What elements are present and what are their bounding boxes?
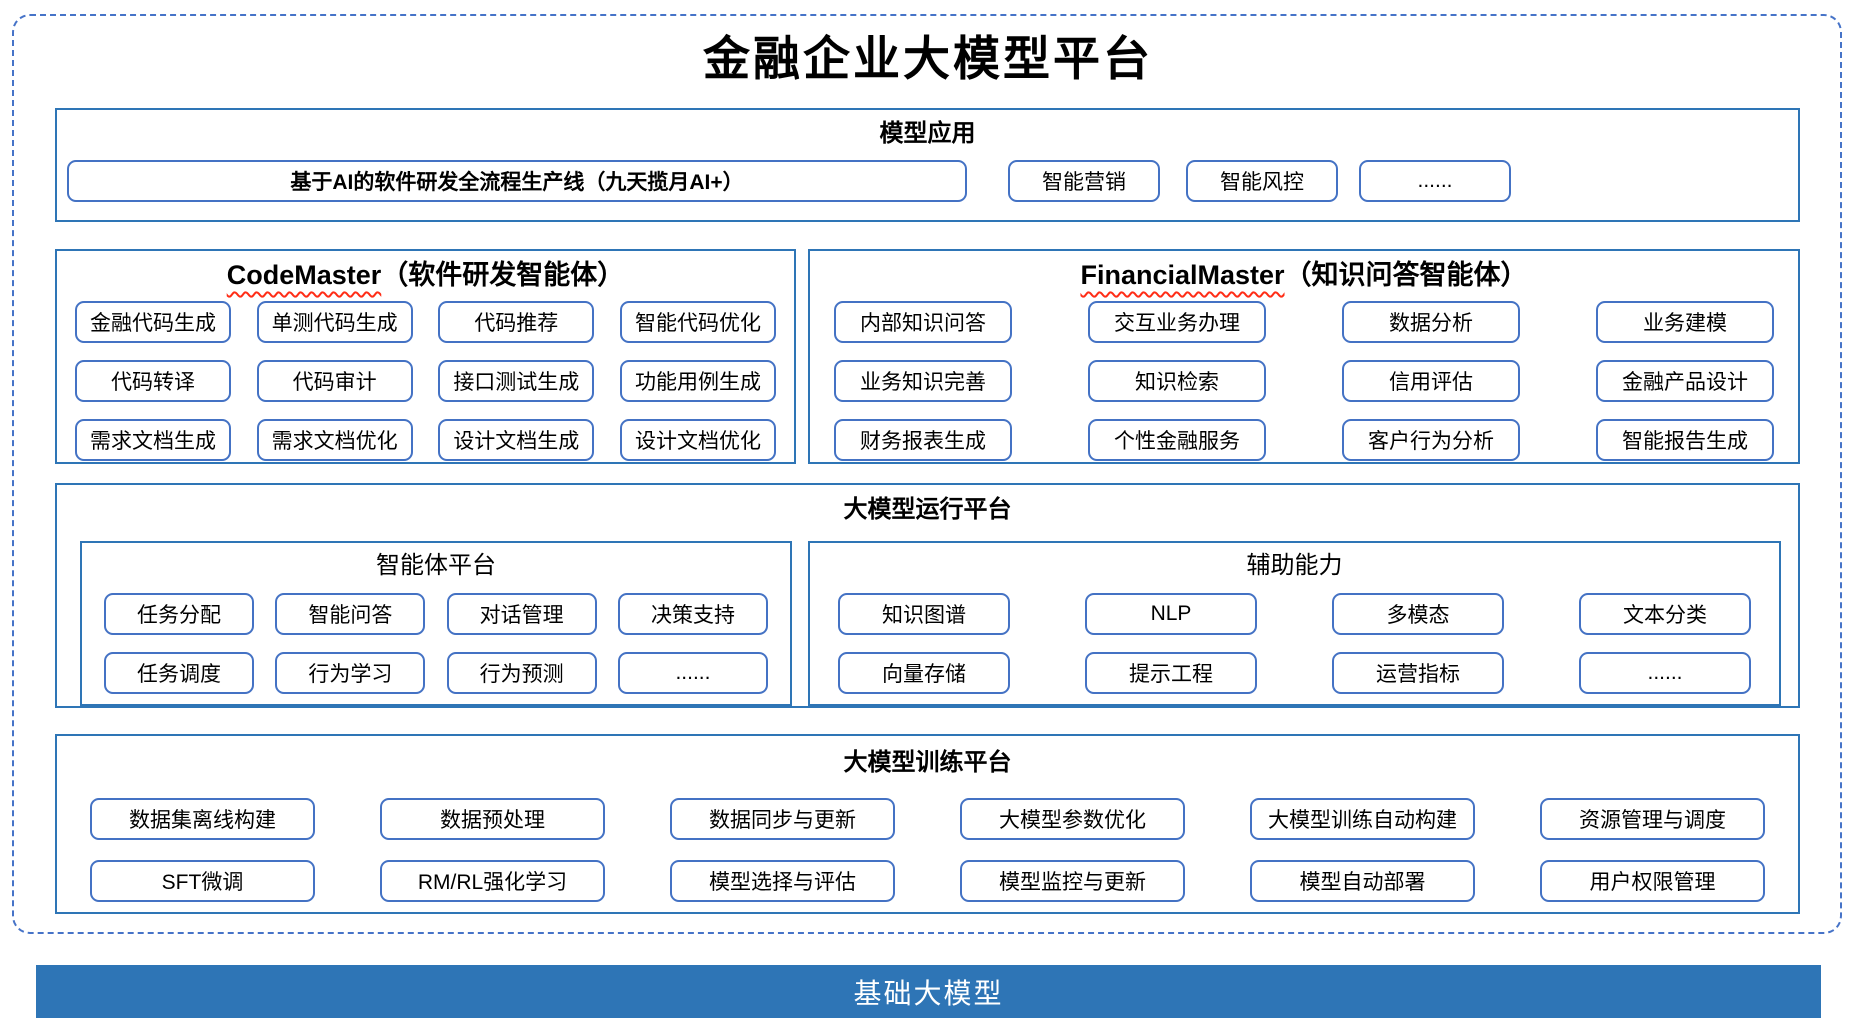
capability-box: 多模态 [1332, 593, 1504, 635]
capability-box: 代码审计 [256, 360, 413, 402]
capability-box: 大模型训练自动构建 [1250, 798, 1475, 840]
agent-platform-row: 任务分配 智能问答 对话管理 决策支持 [104, 593, 768, 635]
capability-box: 智能代码优化 [619, 301, 776, 343]
diagram-title: 金融企业大模型平台 [703, 32, 1153, 87]
capability-box: 用户权限管理 [1540, 860, 1765, 902]
runtime-platform-section: 大模型运行平台 智能体平台 任务分配 智能问答 对话管理 决策支持 任务调度 行… [55, 483, 1800, 708]
auxiliary-row: 向量存储 提示工程 运营指标 ...... [838, 652, 1751, 694]
capability-box: 数据预处理 [380, 798, 605, 840]
capability-box: 设计文档生成 [438, 419, 595, 461]
base-model-bar: 基础大模型 [36, 965, 1821, 1018]
capability-box: 知识检索 [1088, 360, 1266, 402]
codemaster-row: 需求文档生成 需求文档优化 设计文档生成 设计文档优化 [75, 419, 776, 461]
codemaster-header: CodeMaster（软件研发智能体） [57, 257, 794, 293]
capability-box: 客户行为分析 [1342, 419, 1520, 461]
capability-box: 智能营销 [1008, 160, 1160, 202]
auxiliary-row: 知识图谱 NLP 多模态 文本分类 [838, 593, 1751, 635]
codemaster-subtitle: （软件研发智能体） [381, 260, 625, 290]
capability-box: 模型自动部署 [1250, 860, 1475, 902]
capability-box: 内部知识问答 [834, 301, 1012, 343]
agent-platform-subpanel: 智能体平台 任务分配 智能问答 对话管理 决策支持 任务调度 行为学习 行为预测… [80, 541, 792, 706]
financialmaster-header: FinancialMaster（知识问答智能体） [810, 257, 1798, 293]
codemaster-panel: CodeMaster（软件研发智能体） 金融代码生成 单测代码生成 代码推荐 智… [55, 249, 796, 464]
capability-box: 财务报表生成 [834, 419, 1012, 461]
capability-box: 需求文档优化 [256, 419, 413, 461]
capability-box: 数据分析 [1342, 301, 1520, 343]
capability-box: NLP [1085, 593, 1257, 635]
capability-box: RM/RL强化学习 [380, 860, 605, 902]
capability-box-ellipsis: ...... [1579, 652, 1751, 694]
capability-box: 需求文档生成 [75, 419, 231, 461]
capability-box: 交互业务办理 [1088, 301, 1266, 343]
capability-box: 金融产品设计 [1596, 360, 1774, 402]
agent-platform-header: 智能体平台 [376, 552, 496, 579]
capability-box: 金融代码生成 [75, 301, 231, 343]
capability-box: 信用评估 [1342, 360, 1520, 402]
capability-box: 知识图谱 [838, 593, 1010, 635]
capability-box: 大模型参数优化 [960, 798, 1185, 840]
model-application-row: 基于AI的软件研发全流程生产线（九天揽月AI+） 智能营销 智能风控 .....… [67, 160, 1788, 202]
runtime-platform-header: 大模型运行平台 [843, 496, 1012, 523]
base-model-label: 基础大模型 [853, 977, 1004, 1009]
financialmaster-name: FinancialMaster [1080, 260, 1285, 290]
auxiliary-subpanel: 辅助能力 知识图谱 NLP 多模态 文本分类 向量存储 提示工程 运营指标 ..… [808, 541, 1781, 706]
capability-box: 提示工程 [1085, 652, 1257, 694]
training-platform-row: 数据集离线构建 数据预处理 数据同步与更新 大模型参数优化 大模型训练自动构建 … [90, 798, 1765, 840]
capability-box: 代码推荐 [438, 301, 595, 343]
training-platform-header: 大模型训练平台 [843, 749, 1012, 776]
capability-box: 决策支持 [617, 593, 768, 635]
codemaster-name: CodeMaster [226, 260, 382, 290]
capability-box: 业务建模 [1596, 301, 1774, 343]
auxiliary-header: 辅助能力 [1246, 552, 1343, 579]
capability-box: 运营指标 [1332, 652, 1504, 694]
capability-box: 个性金融服务 [1088, 419, 1266, 461]
model-application-header: 模型应用 [879, 120, 976, 147]
capability-box: 数据同步与更新 [670, 798, 895, 840]
capability-box: 文本分类 [1579, 593, 1751, 635]
agent-platform-row: 任务调度 行为学习 行为预测 ...... [104, 652, 768, 694]
training-platform-row: SFT微调 RM/RL强化学习 模型选择与评估 模型监控与更新 模型自动部署 用… [90, 860, 1765, 902]
financialmaster-row: 业务知识完善 知识检索 信用评估 金融产品设计 [834, 360, 1774, 402]
pipeline-box: 基于AI的软件研发全流程生产线（九天揽月AI+） [67, 160, 967, 202]
capability-box: 模型选择与评估 [670, 860, 895, 902]
training-platform-section: 大模型训练平台 数据集离线构建 数据预处理 数据同步与更新 大模型参数优化 大模… [55, 734, 1800, 914]
capability-box: 代码转译 [75, 360, 231, 402]
capability-box-ellipsis: ...... [617, 652, 768, 694]
capability-box: 任务调度 [104, 652, 254, 694]
capability-box: 任务分配 [104, 593, 254, 635]
capability-box: 向量存储 [838, 652, 1010, 694]
capability-box: 模型监控与更新 [960, 860, 1185, 902]
codemaster-row: 代码转译 代码审计 接口测试生成 功能用例生成 [75, 360, 776, 402]
capability-box: 功能用例生成 [619, 360, 776, 402]
financialmaster-subtitle: （知识问答智能体） [1284, 260, 1528, 290]
capability-box: 接口测试生成 [438, 360, 595, 402]
capability-box: 智能风控 [1186, 160, 1338, 202]
financialmaster-row: 财务报表生成 个性金融服务 客户行为分析 智能报告生成 [834, 419, 1774, 461]
capability-box: 资源管理与调度 [1540, 798, 1765, 840]
capability-box: 行为学习 [275, 652, 426, 694]
codemaster-row: 金融代码生成 单测代码生成 代码推荐 智能代码优化 [75, 301, 776, 343]
capability-box: 智能问答 [275, 593, 426, 635]
capability-box: 单测代码生成 [256, 301, 413, 343]
capability-box: 行为预测 [446, 652, 597, 694]
capability-box: 对话管理 [446, 593, 597, 635]
capability-box: 数据集离线构建 [90, 798, 315, 840]
capability-box: 智能报告生成 [1596, 419, 1774, 461]
capability-box: 设计文档优化 [619, 419, 776, 461]
capability-box: 业务知识完善 [834, 360, 1012, 402]
financialmaster-panel: FinancialMaster（知识问答智能体） 内部知识问答 交互业务办理 数… [808, 249, 1800, 464]
capability-box: SFT微调 [90, 860, 315, 902]
capability-box-ellipsis: ...... [1359, 160, 1511, 202]
financialmaster-row: 内部知识问答 交互业务办理 数据分析 业务建模 [834, 301, 1774, 343]
model-application-section: 模型应用 基于AI的软件研发全流程生产线（九天揽月AI+） 智能营销 智能风控 … [55, 108, 1800, 222]
